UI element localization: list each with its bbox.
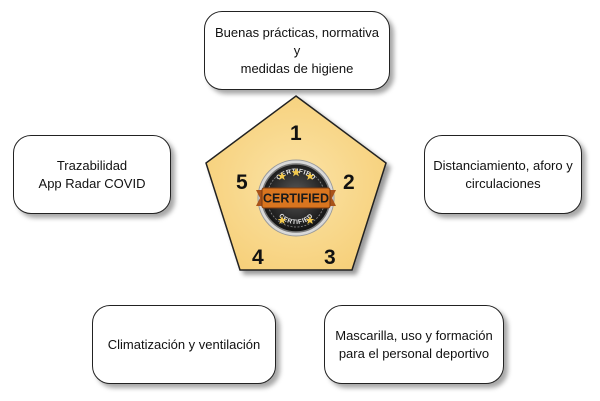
certified-badge: CERTIFIED CERTIFIED CERTIFIED [256,159,336,237]
box-hygiene-line-2: medidas de higiene [240,60,354,76]
box-traceability-line-1: Trazabilidad [56,157,128,173]
box-traceability: Trazabilidad App Radar COVID [13,135,171,214]
box-masks-line-2: para el personal deportivo [338,345,490,361]
pentagon-number-2: 2 [343,171,355,194]
box-distancing-line-2: circulaciones [465,175,541,191]
box-traceability-line-2: App Radar COVID [38,175,146,191]
star-icon [277,168,315,224]
pentagon-number-4: 4 [252,246,264,269]
pentagon-number-1: 1 [290,122,302,145]
badge-ribbon [261,187,331,209]
box-distancing-line-1: Distanciamiento, aforo y [433,157,573,173]
pentagon-number-3: 3 [324,246,336,269]
box-ventilation: Climatización y ventilación [92,305,276,384]
box-ventilation-line-1: Climatización y ventilación [107,336,261,352]
box-masks: Mascarilla, uso y formación para el pers… [324,305,504,384]
badge-main-text: CERTIFIED [263,192,329,206]
pentagon-number-5: 5 [236,171,248,194]
box-hygiene-practices: Buenas prácticas, normativa y medidas de… [204,11,390,90]
box-distancing: Distanciamiento, aforo y circulaciones [424,135,582,214]
box-masks-line-1: Mascarilla, uso y formación [335,327,493,343]
box-hygiene-line-1: Buenas prácticas, normativa y [214,24,380,58]
